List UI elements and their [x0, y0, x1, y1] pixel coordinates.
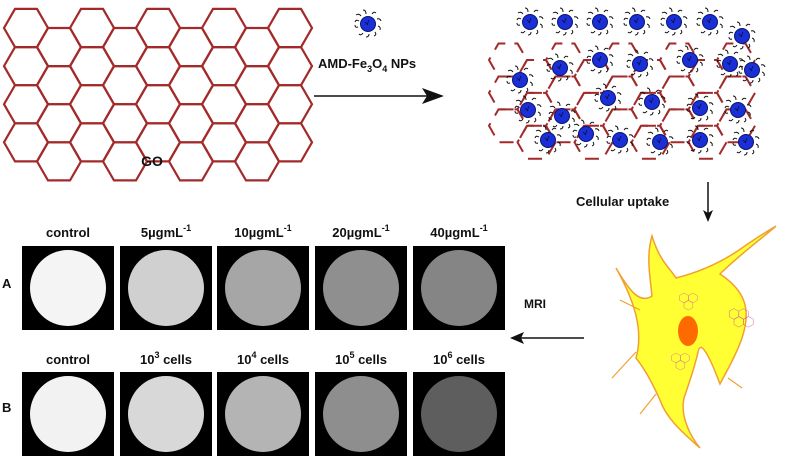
mri-phantom — [128, 250, 204, 326]
nanoparticle — [586, 7, 614, 36]
reagent-label: AMD-Fe3O4 NPs — [318, 56, 416, 74]
go-hexagon — [487, 42, 529, 78]
mri-phantom — [225, 250, 301, 326]
go-hexagon — [715, 75, 757, 111]
mri-phantom — [225, 376, 301, 452]
row-b-label: B — [2, 400, 11, 415]
nanoparticle — [516, 7, 544, 36]
nanoparticle — [660, 7, 688, 36]
mri-phantom — [323, 250, 399, 326]
go-hexagon — [266, 84, 314, 125]
row-a-label: control — [46, 225, 90, 240]
mri-phantom — [421, 376, 497, 452]
nanoparticle — [514, 95, 542, 124]
go-label: GO — [141, 153, 163, 169]
row-a-label: A — [2, 276, 12, 291]
nanoparticle — [606, 125, 634, 154]
uptake-label: Cellular uptake — [576, 194, 669, 209]
nanoparticle — [551, 7, 579, 36]
go-fe3o4-composite — [487, 7, 766, 160]
cell — [611, 225, 777, 449]
reaction-arrow — [314, 88, 444, 104]
nanoparticle — [623, 7, 651, 36]
row-b-label: 105 cells — [335, 350, 387, 367]
cell-nucleus — [678, 316, 698, 346]
mri-phantom — [421, 250, 497, 326]
row-a-label: 40µgmL-1 — [430, 223, 487, 240]
nanoparticle — [626, 49, 654, 78]
go-sheet — [2, 7, 314, 182]
go-hexagon — [715, 42, 757, 78]
mri-phantom — [30, 250, 106, 326]
mri-phantom — [323, 376, 399, 452]
nanoparticle — [572, 119, 600, 148]
nanoparticle — [506, 65, 534, 94]
go-hexagon — [266, 7, 314, 49]
mri-phantom — [128, 376, 204, 452]
go-hexagon — [658, 42, 700, 78]
mri-label: MRI — [524, 297, 546, 311]
row-b-label: 106 cells — [433, 350, 485, 367]
nanoparticle — [686, 93, 714, 122]
nanoparticle — [646, 127, 674, 156]
row-a-label: 20µgmL-1 — [332, 223, 389, 240]
nanoparticle-icon — [354, 9, 382, 38]
row-a-label: 5µgmL-1 — [141, 223, 191, 240]
uptake-arrow — [703, 182, 713, 222]
mri-panels: control 5µgmL-1 10µgmL-1 20µgmL-1 40µgmL-1 co… — [22, 223, 505, 456]
go-hexagon — [266, 45, 314, 87]
row-b-label: 103 cells — [140, 350, 192, 367]
nanoparticle — [594, 83, 622, 112]
mri-arrow — [510, 332, 584, 344]
nanoparticle — [696, 7, 724, 36]
nanoparticle — [728, 21, 756, 50]
go-hexagon — [544, 42, 586, 78]
nanoparticle — [738, 55, 766, 84]
nanoparticle — [686, 125, 714, 154]
mri-phantom — [30, 376, 106, 452]
go-hexagon — [266, 122, 314, 163]
row-b-label: control — [46, 352, 90, 367]
row-a-label: 10µgmL-1 — [234, 223, 291, 240]
row-b-label: 104 cells — [237, 350, 289, 367]
